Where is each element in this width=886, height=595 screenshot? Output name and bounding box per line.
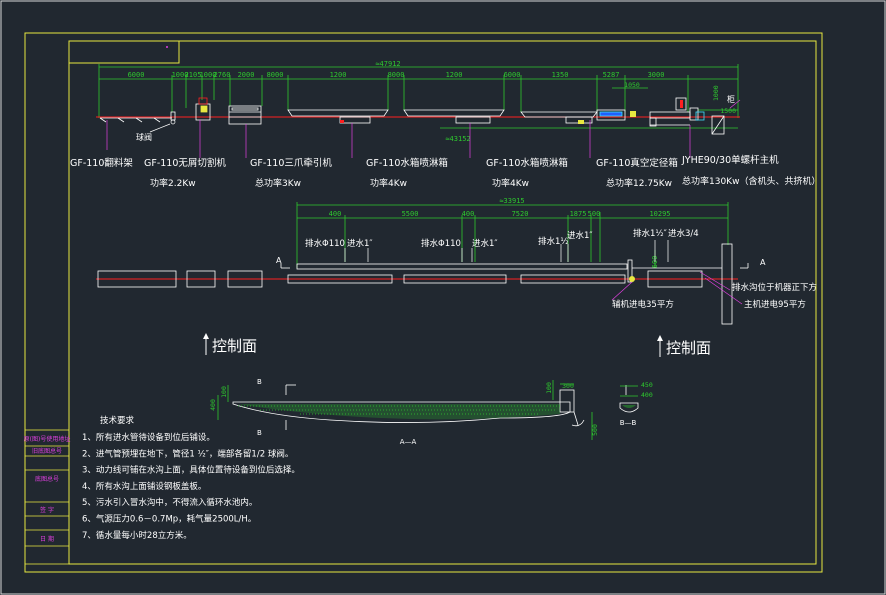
tech-req-item-3: 3、动力线可铺在水沟上面，具体位置待设备到位后选择。 bbox=[82, 465, 300, 476]
equipment-label-7: JYHE90/30单螺杆主机 bbox=[681, 154, 779, 166]
equipment-label-4: GF-110水箱喷淋箱 bbox=[366, 157, 448, 169]
pipe-label-6: 进水1″ bbox=[567, 230, 593, 241]
aux-power-note: 辅机进电35平方 bbox=[612, 299, 674, 310]
cabinet-label: 柜 bbox=[727, 94, 735, 104]
aa-dim-2: 100 bbox=[220, 386, 228, 398]
aa-dim-3: 100 bbox=[545, 382, 553, 394]
pipe-label-5: 排水1½″ bbox=[538, 236, 572, 247]
section-mark-a-left: A bbox=[276, 256, 282, 265]
piping-dim-4: 7520 bbox=[512, 210, 529, 218]
tb-row-5: 日 期 bbox=[40, 535, 54, 543]
pipe-label-8: 进水3/4 bbox=[668, 228, 699, 239]
tech-requirements: 技术要求 1、所有进水管待设备到位后铺设。 2、进气管预埋在地下，管径1 ½″，端… bbox=[82, 415, 300, 541]
equipment-power-2: 功率2.2Kw bbox=[150, 177, 196, 189]
segment-dim-12: 1350 bbox=[552, 71, 569, 79]
segment-dim-1: 6000 bbox=[128, 71, 145, 79]
tb-row-2: 旧底图总号 bbox=[32, 447, 62, 455]
origin-dot bbox=[166, 46, 168, 48]
segment-dim-7: 8000 bbox=[267, 71, 284, 79]
section-view-aa: 400 100 100 300 500 B B A—A bbox=[209, 378, 599, 446]
tech-req-title: 技术要求 bbox=[100, 415, 135, 426]
equipment-label-1: GF-110翻料架 bbox=[70, 157, 133, 169]
control-face-right: 控制面 bbox=[657, 335, 711, 357]
b-mark-bottom: B bbox=[257, 429, 262, 437]
piping-dim-6: 500 bbox=[588, 210, 601, 218]
segment-dim-9: 8000 bbox=[388, 71, 405, 79]
segment-dim-10: 1200 bbox=[446, 71, 463, 79]
overall-length-dim: ≈47912 bbox=[375, 60, 400, 68]
tech-req-item-5: 5、污水引入冒水沟中，不得流入循环水池内。 bbox=[82, 497, 257, 508]
control-face-label-left: 控制面 bbox=[212, 337, 257, 355]
equipment-power-6: 总功率12.75Kw bbox=[606, 177, 672, 189]
tech-req-item-7: 7、循水量每小时28立方米。 bbox=[82, 530, 192, 541]
equipment-label-3: GF-110三爪牵引机 bbox=[250, 157, 332, 169]
section-mark-a-right: A bbox=[760, 258, 766, 267]
aa-dim-4: 300 bbox=[562, 382, 574, 390]
equipment-label-6: GF-110真空定径箱 bbox=[596, 157, 678, 169]
pipe-label-3: 排水Φ110 bbox=[421, 238, 461, 249]
pipe-label-1: 排水Φ110 bbox=[305, 238, 345, 249]
tech-req-item-1: 1、所有进水管待设备到位后铺设。 bbox=[82, 432, 215, 443]
vertical-dim-2: 1500 bbox=[720, 107, 736, 115]
segment-dim-8: 1200 bbox=[330, 71, 347, 79]
tb-row-3: 底图总号 bbox=[35, 475, 59, 483]
pipe-label-4: 进水1″ bbox=[472, 238, 498, 249]
piping-dim-3: 400 bbox=[462, 210, 475, 218]
aa-title: A—A bbox=[400, 438, 417, 446]
ball-valve-label: 球阀 bbox=[136, 132, 152, 142]
equipment-power-4: 功率4Kw bbox=[370, 177, 407, 189]
pipe-label-7: 排水1½″ bbox=[633, 228, 667, 239]
equipment-label-5: GF-110水箱喷淋箱 bbox=[486, 157, 568, 169]
lower-length-dim: ≈43152 bbox=[445, 135, 470, 143]
control-face-label-right: 控制面 bbox=[666, 339, 711, 357]
tb-row-4: 签 字 bbox=[40, 506, 54, 514]
aa-dim-1: 400 bbox=[209, 399, 217, 411]
control-face-left: 控制面 bbox=[203, 333, 257, 355]
segment-dim-11: 6000 bbox=[504, 71, 521, 79]
segment-dim-14: 3000 bbox=[648, 71, 665, 79]
pipe-label-2: 进水1″ bbox=[347, 238, 373, 249]
title-block: 原(图)号使用地址 旧底图总号 底图总号 签 字 日 期 bbox=[24, 429, 71, 565]
section-view-bb: 450 400 B—B bbox=[619, 381, 653, 427]
tech-req-item-4: 4、所有水沟上面铺设钢板盖板。 bbox=[82, 481, 206, 492]
segment-dim-3: 2105 bbox=[185, 71, 202, 79]
aa-dim-5: 500 bbox=[591, 424, 599, 436]
main-power-note: 主机进电95平方 bbox=[744, 299, 806, 310]
segment-dim-4: 1000 bbox=[200, 71, 217, 79]
piping-dim-7: 10295 bbox=[649, 210, 670, 218]
equipment-power-3: 总功率3Kw bbox=[255, 177, 301, 189]
tb-row-1: 原(图)号使用地址 bbox=[24, 435, 71, 443]
tech-req-item-6: 6、气源压力0.6－0.7Mp，耗气量2500L/H。 bbox=[82, 514, 256, 525]
vertical-dim-3: 1000 bbox=[712, 85, 720, 101]
segment-dim-13: 5287 bbox=[603, 71, 620, 79]
b-mark-top: B bbox=[257, 378, 262, 386]
equipment-label-2: GF-110无屑切割机 bbox=[144, 157, 226, 169]
bb-dim-2: 400 bbox=[641, 391, 653, 399]
piping-overall-dim: ≈33915 bbox=[499, 197, 524, 205]
piping-dim-1: 400 bbox=[329, 210, 342, 218]
vertical-dim-1: 1050 bbox=[624, 81, 640, 89]
segment-dim-6: 2000 bbox=[238, 71, 255, 79]
tech-req-item-2: 2、进气管预埋在地下，管径1 ½″，端部各留1/2 球阀。 bbox=[82, 448, 293, 459]
bb-title: B—B bbox=[620, 419, 637, 427]
drain-note: 排水沟位于机器正下方 bbox=[732, 282, 817, 293]
segment-dim-2: 1000 bbox=[172, 71, 189, 79]
piping-dim-2: 5500 bbox=[402, 210, 419, 218]
equipment-power-7: 总功率130Kw（含机头、共挤机） bbox=[682, 175, 820, 187]
segment-dim-5: 2760 bbox=[214, 71, 231, 79]
bb-dim-1: 450 bbox=[641, 381, 653, 389]
equipment-power-5: 功率4Kw bbox=[492, 177, 529, 189]
piping-dim-5: 1875 bbox=[570, 210, 587, 218]
